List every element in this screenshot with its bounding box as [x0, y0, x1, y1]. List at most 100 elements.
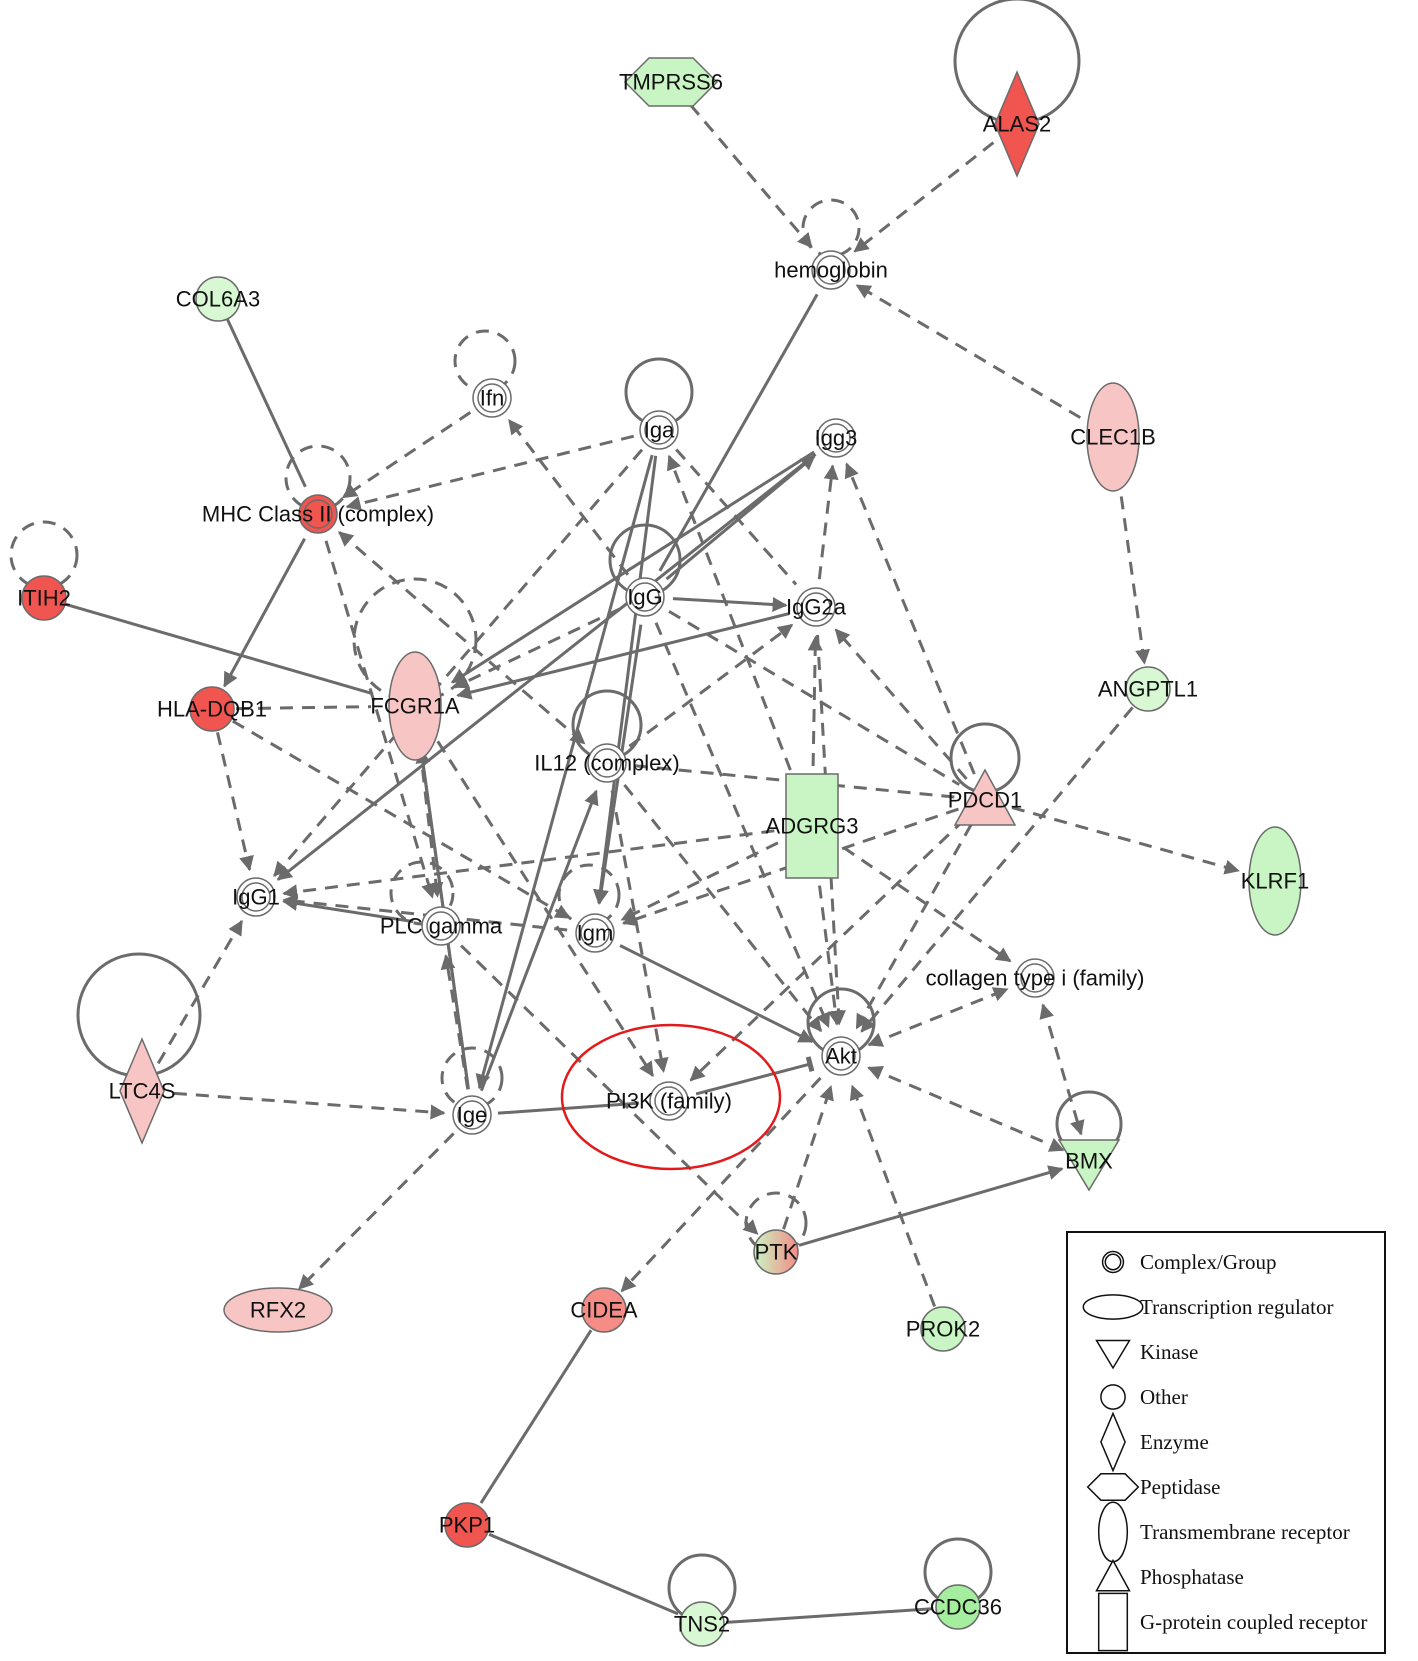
- edge-iga-igg1: [273, 448, 644, 877]
- node-iga[interactable]: Iga: [639, 410, 679, 450]
- node-prok2[interactable]: PROK2: [906, 1306, 981, 1352]
- edge-igm-akt: [619, 944, 814, 1044]
- self-loop-hemoglobin: [801, 198, 861, 258]
- adgrg3-gpcr-shape: [785, 773, 839, 879]
- legend-peptidase-icon: [1086, 1473, 1140, 1501]
- igg1-label: IgG1: [232, 885, 280, 910]
- node-mhc[interactable]: MHC Class II (complex): [202, 494, 434, 534]
- edge-itih2-fcgr1a: [64, 602, 374, 696]
- node-plcgamma[interactable]: PLC gamma: [380, 906, 503, 946]
- node-ltc4s[interactable]: LTC4S: [109, 1037, 176, 1145]
- node-ifn[interactable]: Ifn: [472, 378, 512, 418]
- node-col6a3[interactable]: COL6A3: [176, 276, 260, 322]
- col6a3-other-shape: [195, 276, 241, 322]
- ifn-label: Ifn: [480, 386, 504, 411]
- edge-prok2-akt: [849, 1084, 937, 1308]
- legend-label-transcription: Transcription regulator: [1140, 1295, 1333, 1319]
- adgrg3-label: ADGRG3: [766, 814, 859, 839]
- node-tns2[interactable]: TNS2: [674, 1601, 730, 1647]
- node-ccdc36[interactable]: CCDC36: [914, 1584, 1002, 1630]
- node-fcgr1a[interactable]: FCGR1A: [370, 651, 460, 761]
- edge-igg-pdcd1: [668, 610, 961, 786]
- node-cidea[interactable]: CIDEA: [570, 1287, 638, 1333]
- ccdc36-label: CCDC36: [914, 1595, 1002, 1620]
- alas2-label: ALAS2: [983, 112, 1052, 137]
- node-il12[interactable]: IL12 (complex): [534, 743, 680, 783]
- legend-label-kinase: Kinase: [1140, 1340, 1198, 1364]
- edge-ige-rfx2: [298, 1132, 455, 1290]
- node-bmx[interactable]: BMX: [1057, 1139, 1121, 1192]
- edge-igg-ifn: [507, 419, 630, 576]
- node-collagen[interactable]: collagen type i (family): [926, 958, 1145, 998]
- edge-cidea-pkp1: [479, 1329, 593, 1504]
- edge-igg2a-fcgr1a: [456, 612, 790, 700]
- igg2a-label: IgG2a: [786, 595, 847, 620]
- node-clec1b[interactable]: CLEC1B: [1070, 382, 1156, 492]
- edge-igg3-fcgr1a: [450, 450, 815, 684]
- edge-fcgr1a-pi3k: [436, 740, 655, 1078]
- node-ige[interactable]: Ige: [452, 1095, 492, 1135]
- igm-complex-shape: [575, 913, 615, 953]
- node-alas2[interactable]: ALAS2: [983, 70, 1052, 178]
- mhc-label: MHC Class II (complex): [202, 502, 434, 527]
- edge-akt-collagen: [867, 987, 1009, 1047]
- pkp1-label: PKP1: [439, 1513, 495, 1538]
- edge-plcgamma-ptk: [460, 944, 759, 1235]
- node-akt[interactable]: Akt: [821, 1036, 861, 1076]
- edge-ige-plcgamma: [440, 954, 470, 1090]
- edge-igg-igg2a: [672, 596, 788, 612]
- node-igm[interactable]: Igm: [575, 913, 615, 953]
- cidea-label: CIDEA: [570, 1298, 638, 1323]
- node-igg[interactable]: IgG: [625, 577, 665, 617]
- edge-iga-ige: [475, 454, 654, 1090]
- edge-il12-pi3k: [610, 790, 669, 1073]
- rfx2-transcription-shape: [223, 1287, 333, 1333]
- node-rfx2[interactable]: RFX2: [223, 1287, 333, 1333]
- legend-label-gpcr: G-protein coupled receptor: [1140, 1610, 1367, 1634]
- edge-ptk-bmx: [798, 1165, 1064, 1247]
- ptk-label: PTK: [755, 1240, 798, 1265]
- node-igg3[interactable]: Igg3: [815, 418, 858, 458]
- edge-igg-fcgr1a: [453, 607, 621, 689]
- node-igg2a[interactable]: IgG2a: [786, 587, 847, 627]
- legend-label-transmembrane: Transmembrane receptor: [1140, 1520, 1350, 1544]
- edge-plcgamma-igg1: [282, 896, 414, 924]
- edge-tns2-ccdc36: [725, 1607, 933, 1624]
- igg3-complex-shape: [816, 418, 856, 458]
- node-itih2[interactable]: ITIH2: [17, 575, 71, 621]
- legend-gpcr-icon: [1097, 1592, 1129, 1652]
- pdcd1-phosphatase-shape: [953, 768, 1017, 826]
- node-igg1[interactable]: IgG1: [232, 877, 280, 917]
- node-pi3k[interactable]: PI3K (family): [606, 1081, 732, 1121]
- pkp1-other-shape: [444, 1502, 490, 1548]
- edge-pkp1-tns2: [488, 1532, 679, 1616]
- ige-complex-shape: [452, 1095, 492, 1135]
- edge-clec1b-hemoglobin: [855, 283, 1082, 419]
- bmx-kinase-shape: [1057, 1139, 1121, 1192]
- node-adgrg3[interactable]: ADGRG3: [766, 773, 859, 879]
- mhc-complex-shape: [298, 494, 338, 534]
- node-pkp1[interactable]: PKP1: [439, 1502, 495, 1548]
- alas2-enzyme-shape: [994, 70, 1040, 178]
- legend-transmembrane-icon: [1097, 1501, 1129, 1563]
- node-angptl1[interactable]: ANGPTL1: [1098, 666, 1198, 712]
- edge-clec1b-angptl1: [1116, 474, 1150, 665]
- cidea-other-shape: [581, 1287, 627, 1333]
- node-tmprss6[interactable]: TMPRSS6: [619, 57, 723, 107]
- node-klrf1[interactable]: KLRF1: [1241, 826, 1309, 936]
- node-hemoglobin[interactable]: hemoglobin: [774, 250, 888, 290]
- node-ptk[interactable]: PTK: [753, 1229, 799, 1275]
- legend-label-complex: Complex/Group: [1140, 1250, 1277, 1274]
- node-pdcd1[interactable]: PDCD1: [948, 768, 1023, 826]
- hemoglobin-complex-shape: [811, 250, 851, 290]
- angptl1-other-shape: [1125, 666, 1171, 712]
- hladqb1-other-shape: [189, 686, 235, 732]
- edge-iga-igm: [593, 455, 658, 905]
- itih2-other-shape: [21, 575, 67, 621]
- il12-label: IL12 (complex): [534, 751, 680, 776]
- edge-ltc4s-igg1: [156, 919, 244, 1065]
- node-hladqb1[interactable]: HLA-DQB1: [157, 686, 267, 732]
- edge-akt-cidea: [620, 1076, 822, 1293]
- edge-adgrg3-iga: [666, 454, 800, 792]
- edge-igg2a-igg3: [817, 464, 839, 580]
